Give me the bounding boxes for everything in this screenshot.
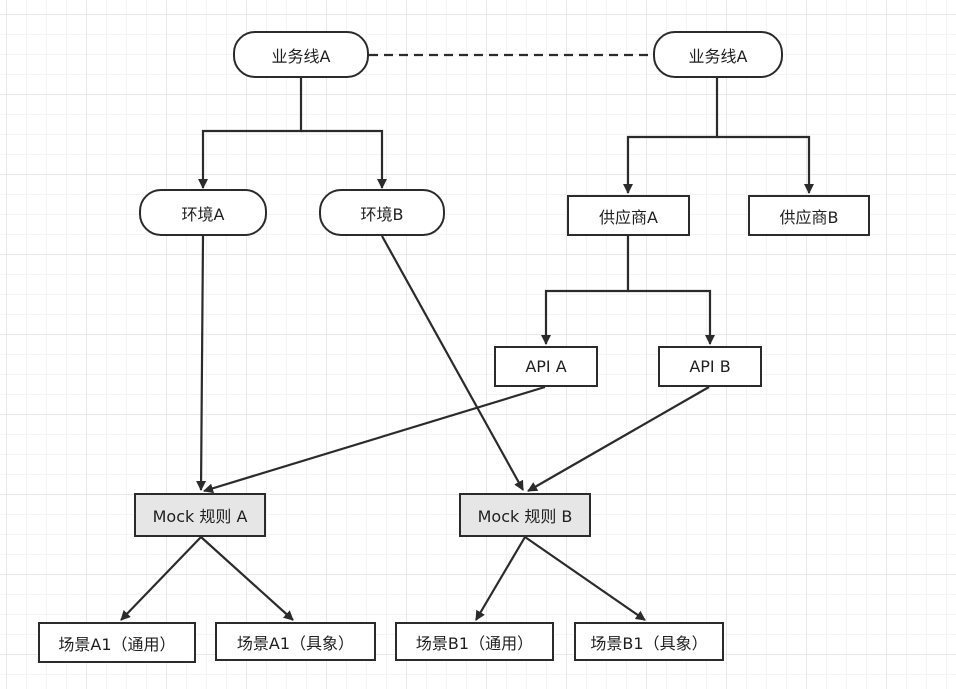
connector-mockB-to-sceneB1-general [475,536,526,621]
connector-bizA-to-supplierA [623,77,719,194]
api-a-node: API A [494,346,598,387]
connector-mockB-to-sceneB1-specific [524,536,646,621]
environment-a-node: 环境A [139,189,267,236]
connector-supplierA-to-apiA [541,235,630,345]
supplier-a-node: 供应商A [567,195,690,236]
connector-mockA-to-sceneA1-specific [200,536,294,621]
connector-envA-to-mockA [196,235,207,491]
api-b-node: API B [658,346,762,387]
mock-rule-b-node: Mock 规则 B [459,493,591,537]
connector-supplierA-to-apiB [628,289,715,345]
scene-a1-general-node: 场景A1（通用） [38,622,196,663]
connector-apiB-to-mockB [527,386,710,492]
supplier-b-node: 供应商B [748,195,870,236]
mock-rule-a-node: Mock 规则 A [134,493,266,537]
connector-bizA-to-envB [301,129,387,189]
scene-b1-general-node: 场景B1（通用） [395,622,554,661]
business-line-a-left-node: 业务线A [233,31,369,78]
connector-bizA-to-envA [198,77,303,189]
scene-b1-specific-node: 场景B1（具象） [574,622,724,661]
connector-envB-to-mockB [381,235,524,491]
environment-b-node: 环境B [319,189,445,236]
business-line-a-right-node: 业务线A [653,31,783,78]
connector-apiA-to-mockA [203,385,546,494]
scene-a1-specific-node: 场景A1（具象） [215,622,376,661]
connector-bizA-to-supplierB [717,135,814,194]
connector-mockA-to-sceneA1-general [120,536,202,621]
